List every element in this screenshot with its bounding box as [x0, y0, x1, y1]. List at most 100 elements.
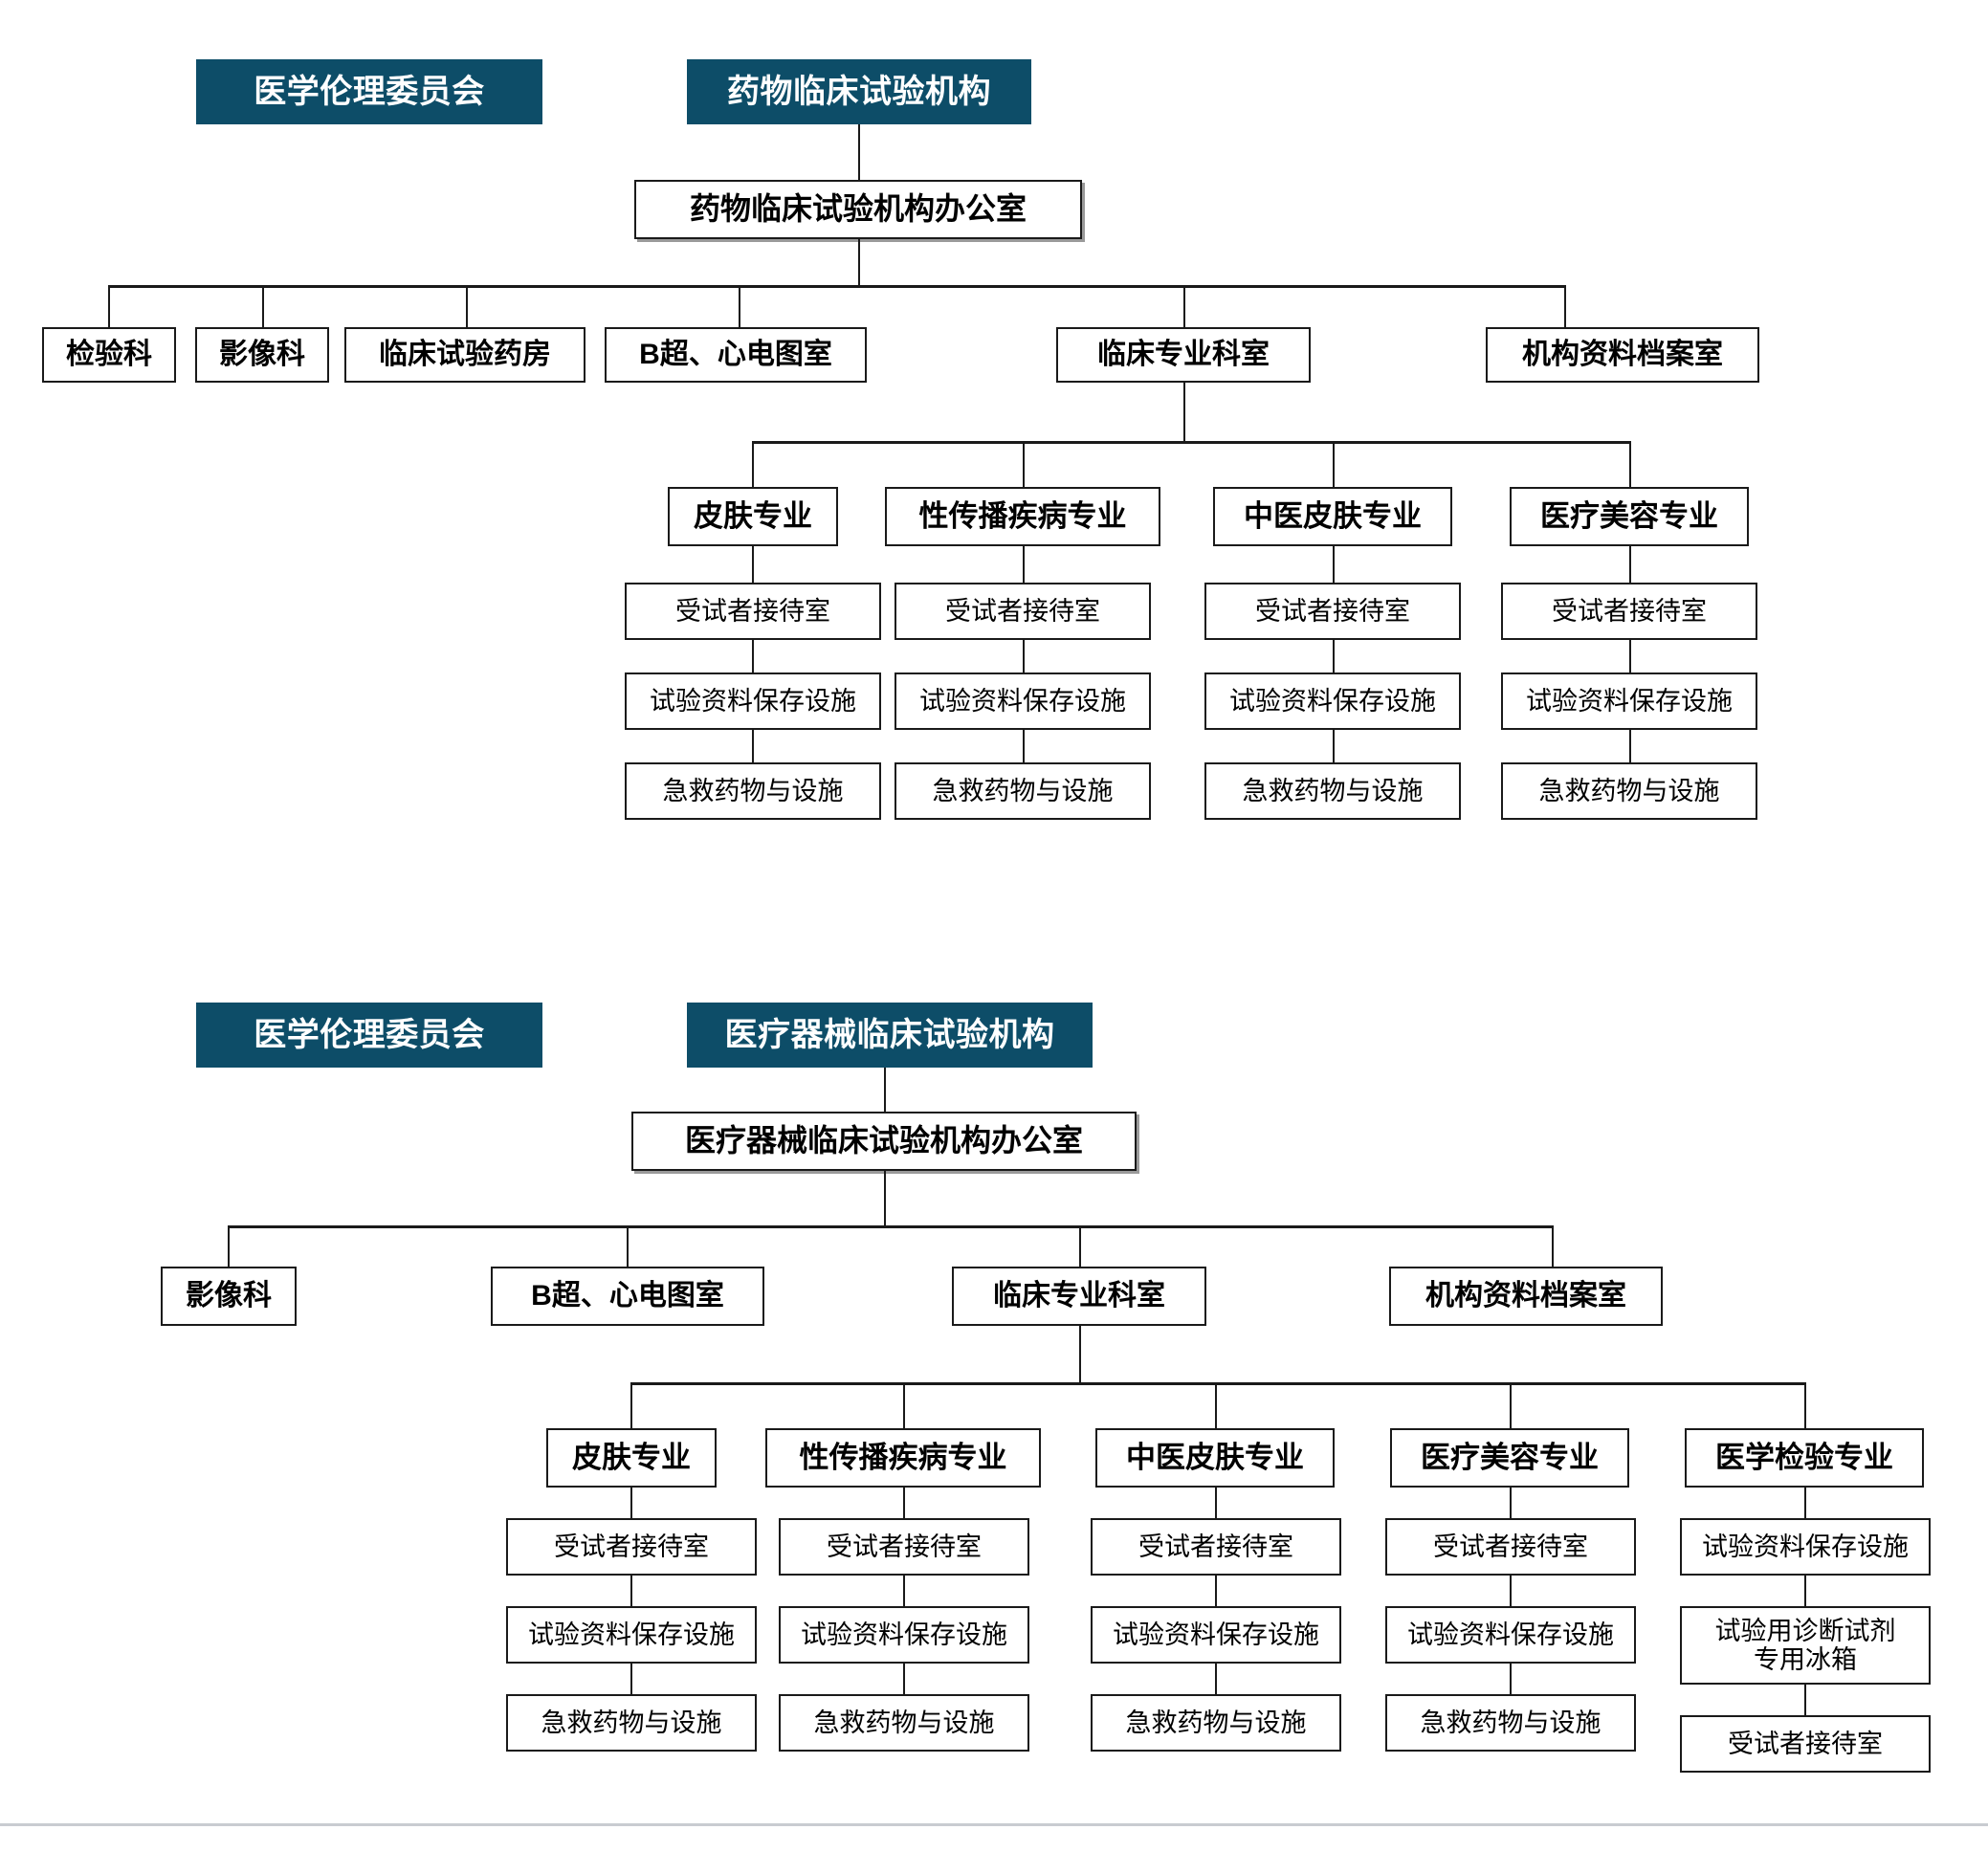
ethics-committee-chip-1[interactable]: 医学伦理委员会	[196, 59, 542, 124]
bus-line-1	[108, 285, 1564, 288]
facility-box-2-5-3[interactable]: 受试者接待室	[1680, 1715, 1931, 1773]
conn-1-3-a	[1333, 546, 1335, 583]
facility-box-1-4-1[interactable]: 受试者接待室	[1501, 583, 1757, 640]
ethics-committee-chip-2[interactable]: 医学伦理委员会	[196, 1003, 542, 1068]
conn-2-2-a	[903, 1488, 905, 1518]
facility-box-2-4-1[interactable]: 受试者接待室	[1385, 1518, 1636, 1576]
conn-1-3-b	[1333, 640, 1335, 672]
dept-box-inspection-1[interactable]: 检验科	[42, 327, 176, 383]
drop-spec-2-1	[630, 1382, 632, 1428]
drop-dept-1-3	[466, 285, 468, 327]
specialty-box-1-1[interactable]: 皮肤专业	[668, 487, 838, 546]
dept-box-clinical-specialty-1[interactable]: 临床专业科室	[1056, 327, 1311, 383]
facility-box-2-5-1[interactable]: 试验资料保存设施	[1680, 1518, 1931, 1576]
conn-1-3-c	[1333, 730, 1335, 762]
specialty-box-2-4[interactable]: 医疗美容专业	[1390, 1428, 1629, 1488]
conn-1-2-a	[1023, 546, 1025, 583]
facility-box-1-1-2[interactable]: 试验资料保存设施	[625, 672, 881, 730]
conn-2-2-b	[903, 1576, 905, 1606]
conn-2-5-b	[1804, 1576, 1806, 1606]
facility-box-1-3-1[interactable]: 受试者接待室	[1204, 583, 1461, 640]
facility-box-1-1-3[interactable]: 急救药物与设施	[625, 762, 881, 820]
specialty-box-2-1[interactable]: 皮肤专业	[546, 1428, 717, 1488]
specialty-box-2-2[interactable]: 性传播疾病专业	[765, 1428, 1041, 1488]
specialty-box-1-4[interactable]: 医疗美容专业	[1510, 487, 1749, 546]
facility-box-1-3-3[interactable]: 急救药物与设施	[1204, 762, 1461, 820]
specialty-bus-1	[752, 441, 1629, 444]
facility-box-2-5-2[interactable]: 试验用诊断试剂 专用冰箱	[1680, 1606, 1931, 1685]
dept-box-imaging-2[interactable]: 影像科	[161, 1267, 297, 1326]
conn-2-4-b	[1510, 1576, 1512, 1606]
facility-box-1-4-2[interactable]: 试验资料保存设施	[1501, 672, 1757, 730]
conn-2-3-b	[1215, 1576, 1217, 1606]
bus-line-2	[228, 1225, 1552, 1228]
facility-box-2-4-3[interactable]: 急救药物与设施	[1385, 1694, 1636, 1752]
dept-box-pharmacy-1[interactable]: 临床试验药房	[344, 327, 585, 383]
facility-box-2-2-3[interactable]: 急救药物与设施	[779, 1694, 1029, 1752]
facility-box-2-1-3[interactable]: 急救药物与设施	[506, 1694, 757, 1752]
page-bottom-rule	[0, 1823, 1988, 1826]
conn-2-5-a	[1804, 1488, 1806, 1518]
conn-2-3-c	[1215, 1664, 1217, 1694]
dept-box-clinical-specialty-2[interactable]: 临床专业科室	[952, 1267, 1206, 1326]
conn-2-3-a	[1215, 1488, 1217, 1518]
conn-2-1-c	[630, 1664, 632, 1694]
dept-box-archives-1[interactable]: 机构资料档案室	[1486, 327, 1759, 383]
facility-box-2-1-1[interactable]: 受试者接待室	[506, 1518, 757, 1576]
drop-spec-1-4	[1629, 441, 1631, 487]
specialty-box-1-2[interactable]: 性传播疾病专业	[885, 487, 1160, 546]
dept-box-archives-2[interactable]: 机构资料档案室	[1389, 1267, 1663, 1326]
facility-box-2-3-2[interactable]: 试验资料保存设施	[1091, 1606, 1341, 1664]
drop-dept-1-6	[1564, 285, 1566, 327]
drop-spec-1-2	[1023, 441, 1025, 487]
drop-dept-1-1	[108, 285, 110, 327]
drop-spec-1-3	[1333, 441, 1335, 487]
facility-box-2-1-2[interactable]: 试验资料保存设施	[506, 1606, 757, 1664]
conn-2-4-a	[1510, 1488, 1512, 1518]
drop-spec-2-4	[1510, 1382, 1512, 1428]
specialty-bus-2	[630, 1382, 1804, 1385]
facility-box-1-3-2[interactable]: 试验资料保存设施	[1204, 672, 1461, 730]
drop-spec-2-2	[903, 1382, 905, 1428]
facility-box-2-4-2[interactable]: 试验资料保存设施	[1385, 1606, 1636, 1664]
dept-box-imaging-1[interactable]: 影像科	[195, 327, 329, 383]
dept-box-ultrasound-ecg-2[interactable]: B超、心电图室	[491, 1267, 764, 1326]
drop-spec-2-3	[1215, 1382, 1217, 1428]
conn-1-1-c	[752, 730, 754, 762]
office-box-drug[interactable]: 药物临床试验机构办公室	[634, 180, 1082, 239]
facility-box-1-2-2[interactable]: 试验资料保存设施	[895, 672, 1151, 730]
facility-box-2-3-1[interactable]: 受试者接待室	[1091, 1518, 1341, 1576]
institution-chip-drug[interactable]: 药物临床试验机构	[687, 59, 1031, 124]
facility-box-2-2-2[interactable]: 试验资料保存设施	[779, 1606, 1029, 1664]
facility-box-1-2-3[interactable]: 急救药物与设施	[895, 762, 1151, 820]
specialty-box-1-3[interactable]: 中医皮肤专业	[1213, 487, 1452, 546]
connector-chip-office-1	[858, 124, 860, 180]
institution-chip-device[interactable]: 医疗器械临床试验机构	[687, 1003, 1093, 1068]
conn-2-5-c	[1804, 1685, 1806, 1715]
conn-2-4-c	[1510, 1664, 1512, 1694]
connector-chip-office-2	[884, 1068, 886, 1112]
dept-box-ultrasound-ecg-1[interactable]: B超、心电图室	[605, 327, 867, 383]
specialty-box-2-5[interactable]: 医学检验专业	[1685, 1428, 1924, 1488]
connector-clinical-bus-2	[1079, 1326, 1081, 1383]
conn-2-1-a	[630, 1488, 632, 1518]
drop-dept-1-2	[262, 285, 264, 327]
conn-2-1-b	[630, 1576, 632, 1606]
facility-box-2-2-1[interactable]: 受试者接待室	[779, 1518, 1029, 1576]
facility-box-1-2-1[interactable]: 受试者接待室	[895, 583, 1151, 640]
drop-dept-2-3	[1079, 1225, 1081, 1267]
drop-dept-1-4	[739, 285, 740, 327]
drop-spec-1-1	[752, 441, 754, 487]
conn-1-4-c	[1629, 730, 1631, 762]
drop-dept-2-4	[1552, 1225, 1554, 1267]
facility-box-2-3-3[interactable]: 急救药物与设施	[1091, 1694, 1341, 1752]
facility-box-1-1-1[interactable]: 受试者接待室	[625, 583, 881, 640]
facility-box-1-4-3[interactable]: 急救药物与设施	[1501, 762, 1757, 820]
conn-1-1-a	[752, 546, 754, 583]
drop-dept-2-2	[627, 1225, 629, 1267]
office-box-device[interactable]: 医疗器械临床试验机构办公室	[631, 1112, 1137, 1171]
specialty-box-2-3[interactable]: 中医皮肤专业	[1095, 1428, 1335, 1488]
